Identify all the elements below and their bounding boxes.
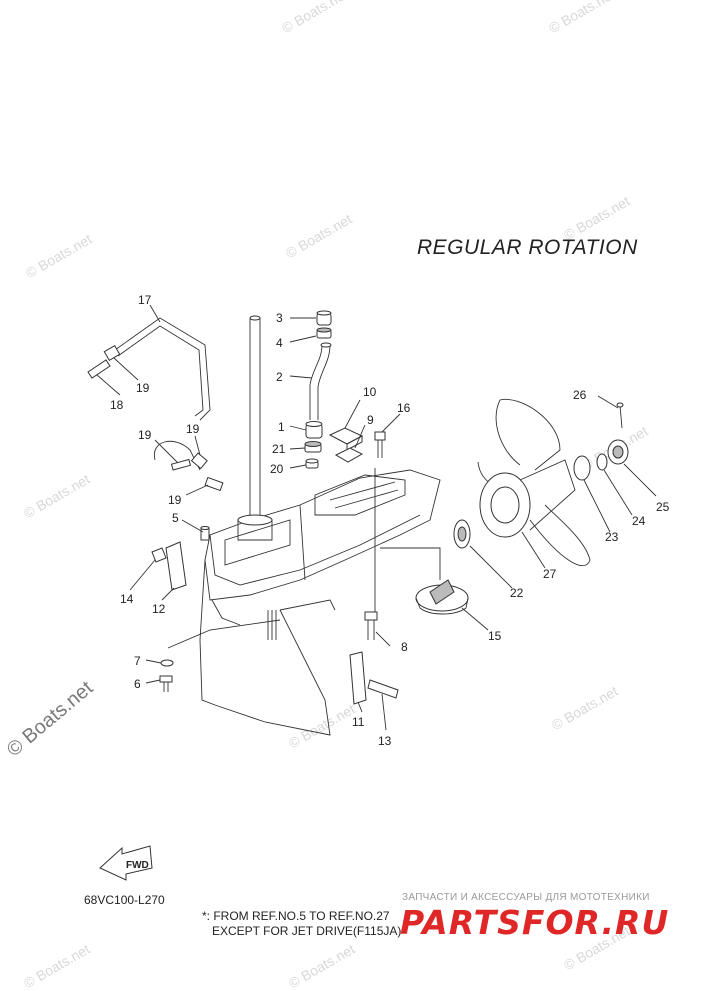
shop-logo[interactable]: PARTSFOR.RU — [400, 903, 670, 942]
callout-15: 15 — [488, 629, 502, 643]
callout-21: 21 — [272, 442, 286, 456]
callout-2: 2 — [276, 370, 283, 384]
callouts: 3 4 2 1 21 20 10 9 16 17 19 18 19 19 19 … — [110, 293, 670, 748]
callout-20: 20 — [270, 462, 284, 476]
callout-6: 6 — [134, 677, 141, 691]
seal-rubber — [328, 427, 364, 463]
hose-17 — [87, 317, 224, 492]
callout-27: 27 — [543, 567, 557, 581]
callout-19c: 19 — [186, 422, 200, 436]
callout-4: 4 — [276, 336, 283, 350]
diagram-title: REGULAR ROTATION — [417, 236, 638, 259]
callout-12: 12 — [152, 602, 166, 616]
footnote: *: FROM REF.NO.5 TO REF.NO.27 EXCEPT FOR… — [202, 909, 402, 938]
grommets — [304, 310, 332, 469]
drive-shaft — [237, 315, 273, 541]
callout-26: 26 — [573, 388, 587, 402]
water-tube — [309, 342, 332, 420]
callout-19b: 19 — [138, 428, 152, 442]
callout-14: 14 — [120, 592, 134, 606]
small-parts — [151, 526, 378, 692]
propeller-27 — [477, 398, 591, 566]
lower-unit-housing — [199, 469, 441, 736]
callout-24: 24 — [632, 514, 646, 528]
shop-tagline: ЗАПЧАСТИ И АКСЕССУАРЫ ДЛЯ МОТОТЕХНИКИ — [402, 892, 650, 903]
leader-lines — [96, 304, 657, 731]
callout-8: 8 — [401, 640, 408, 654]
callout-1: 1 — [278, 420, 285, 434]
callout-23: 23 — [605, 530, 619, 544]
callout-10: 10 — [363, 385, 377, 399]
callout-22: 22 — [510, 586, 524, 600]
bolt-16 — [374, 431, 386, 458]
callout-11: 11 — [352, 715, 365, 729]
thrust-washer-22 — [453, 519, 471, 549]
callout-17: 17 — [138, 293, 152, 307]
trim-tab-15 — [415, 579, 469, 615]
diagram-code: 68VC100-L270 — [84, 893, 165, 907]
callout-9: 9 — [367, 413, 374, 427]
callout-3: 3 — [276, 311, 283, 325]
callout-18: 18 — [110, 398, 124, 412]
callout-13: 13 — [378, 734, 392, 748]
fwd-arrow-icon: FWD — [99, 845, 153, 881]
callout-5: 5 — [172, 511, 179, 525]
callout-16: 16 — [397, 401, 411, 415]
callout-19d: 19 — [168, 493, 182, 507]
callout-25: 25 — [656, 500, 670, 514]
prop-hardware — [573, 402, 629, 481]
callout-7: 7 — [134, 654, 141, 668]
anode-11 — [349, 651, 399, 705]
fwd-label: FWD — [126, 860, 149, 871]
callout-19a: 19 — [136, 381, 150, 395]
